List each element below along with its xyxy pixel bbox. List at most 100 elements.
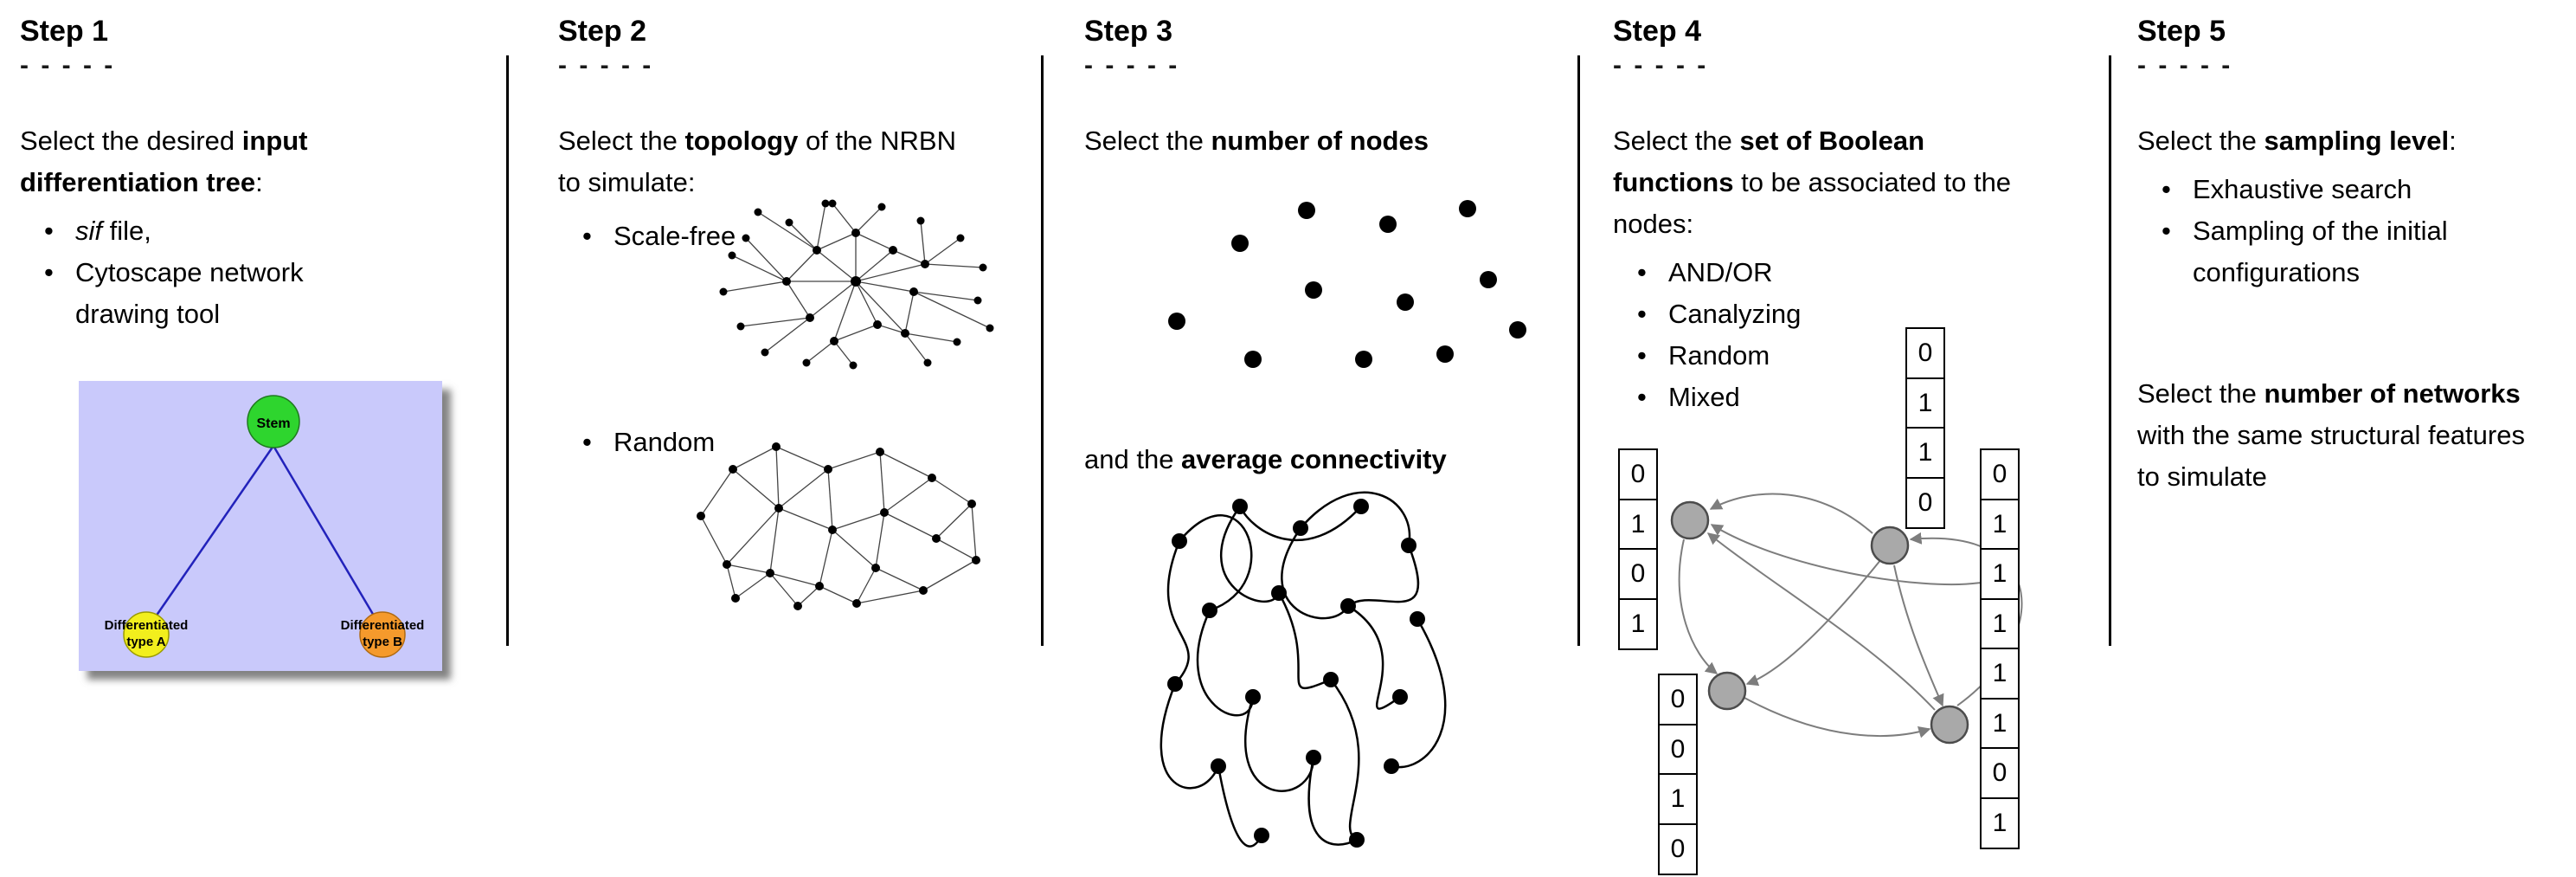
bullet-icon: • xyxy=(2162,174,2171,204)
description-text: Select the xyxy=(2137,126,2264,156)
truth-table-top: 0 1 1 0 xyxy=(1905,327,1945,529)
truth-table-right: 0 1 1 1 1 1 0 1 xyxy=(1980,448,2020,849)
workflow-figure: { "ui": { "bullet": "•" }, "steps": [ { … xyxy=(20,13,2566,875)
network-node xyxy=(1707,671,1747,711)
description-bold: sampling level xyxy=(2264,126,2450,156)
truth-table-cell: 0 xyxy=(1905,476,1945,529)
step-5-title: Step 5 xyxy=(2137,15,2226,48)
bullet-text: Mixed xyxy=(1668,382,1740,412)
bullet-icon: • xyxy=(44,216,54,246)
boolean-network-figure: 0 1 0 1 0 1 1 0 0 1 1 1 1 1 0 1 0 0 1 0 xyxy=(1613,327,2097,877)
bullet-icon: • xyxy=(2162,216,2171,246)
truth-table-cell: 0 xyxy=(1980,448,2020,500)
list-item: • Random xyxy=(558,422,1025,463)
step-3-column: Step 3 - - - - - Select the number of no… xyxy=(1084,13,1564,848)
node-dots xyxy=(1168,200,1526,368)
step-1-column: Step 1 - - - - - Select the desired inpu… xyxy=(20,13,491,671)
bullet-text: AND/OR xyxy=(1668,257,1773,287)
truth-table-cell: 1 xyxy=(1980,697,2020,750)
list-item: •Canalyzing xyxy=(1613,293,2097,335)
description-text: : xyxy=(2449,126,2457,156)
truth-table-cell: 0 xyxy=(1658,674,1698,725)
scale-free-network-figure xyxy=(704,188,1006,377)
type-a-label-line2: type A xyxy=(126,635,165,649)
differentiation-tree-figure: Stem Differentiated type A Differentiate… xyxy=(79,381,442,671)
dashes-separator: - - - - - xyxy=(20,51,116,80)
scale-free-nodes xyxy=(719,199,994,370)
list-item: • Scale-free xyxy=(558,216,1025,257)
description-text: Select the desired xyxy=(20,126,242,156)
description-bold: average connectivity xyxy=(1181,444,1447,474)
bullet-text: Scale-free xyxy=(613,221,736,251)
truth-table-cell: 0 xyxy=(1905,327,1945,379)
truth-table-cell: 1 xyxy=(1905,427,1945,479)
bullet-text: Sampling of the initial configurations xyxy=(2193,216,2448,287)
truth-table-cell: 1 xyxy=(1980,597,2020,650)
bullet-text: sif file, xyxy=(75,210,151,252)
dashes-separator: - - - - - xyxy=(558,51,654,80)
bullet-italic: sif xyxy=(75,216,102,246)
network-node xyxy=(1670,500,1710,540)
step-3-title: Step 3 xyxy=(1084,15,1173,48)
description-bold: number of networks xyxy=(2264,378,2521,409)
list-item: •Random xyxy=(1613,335,2097,377)
description-text: Select the xyxy=(2137,378,2264,409)
step-2-column: Step 2 - - - - - Select the topology of … xyxy=(558,13,1025,610)
description-text: Select the xyxy=(1613,126,1740,156)
bullet-list: • Exhaustive search • Sampling of the init… xyxy=(2137,169,2566,293)
list-item: • Sampling of the initial configurations xyxy=(2137,210,2566,293)
tree-edge xyxy=(145,445,275,631)
truth-table-left: 0 1 0 1 xyxy=(1618,448,1658,650)
dashes-separator: - - - - - xyxy=(1084,51,1180,80)
truth-table-cell: 1 xyxy=(1618,498,1658,551)
truth-table-cell: 0 xyxy=(1658,822,1698,875)
truth-table-cell: 0 xyxy=(1658,723,1698,776)
description-text: to be associated to the nodes: xyxy=(1613,167,2012,239)
bullet-rest: file, xyxy=(102,216,151,246)
truth-table-cell: 1 xyxy=(1905,377,1945,429)
description-text: of the NRBN to simulate: xyxy=(558,126,956,197)
bullet-icon: • xyxy=(44,257,54,287)
step-1-description: Select the desired input differentiation… xyxy=(20,120,491,203)
type-b-label-line2: type B xyxy=(363,635,402,649)
bullet-icon: • xyxy=(1637,340,1647,371)
truth-table-cell: 1 xyxy=(1658,773,1698,825)
list-item: • Cytoscape network drawing tool xyxy=(20,252,491,335)
bullet-icon: • xyxy=(582,221,592,251)
column-divider xyxy=(1577,55,1580,646)
list-item: • AND/OR xyxy=(1613,252,2097,293)
description-bold: input differentiation tree xyxy=(20,126,308,197)
dashes-separator: - - - - - xyxy=(2137,51,2233,80)
stem-label: Stem xyxy=(256,416,290,431)
truth-table-cell: 1 xyxy=(1618,597,1658,650)
description-text: Select the xyxy=(558,126,685,156)
truth-table-cell: 1 xyxy=(1980,548,2020,600)
bullet-list: • AND/OR •Canalyzing •Random • Mixed xyxy=(1613,252,2097,418)
bullet-icon: • xyxy=(1637,257,1647,287)
description-bold: set of Boolean functions xyxy=(1613,126,1925,197)
tree-edge xyxy=(272,445,384,631)
bullet-icon: • xyxy=(1637,299,1647,329)
step-5-description-2: Select the number of networks with the s… xyxy=(2137,373,2553,498)
step-2-description: Select the topology of the NRBN to simul… xyxy=(558,120,965,203)
truth-table-cell: 1 xyxy=(1980,796,2020,849)
bullet-text: Random xyxy=(613,427,716,457)
stem-node xyxy=(247,395,300,448)
type-a-label-line1: Differentiated xyxy=(105,618,189,633)
truth-table-cell: 0 xyxy=(1980,747,2020,799)
list-item: • Exhaustive search xyxy=(2137,169,2566,210)
step-4-description: Select the set of Boolean functions to b… xyxy=(1613,120,2020,245)
step-4-title: Step 4 xyxy=(1613,15,1702,48)
bullet-text: Exhaustive search xyxy=(2193,174,2412,204)
step-5-description: Select the sampling level: xyxy=(2137,120,2566,162)
dashes-separator: - - - - - xyxy=(1613,51,1709,80)
scale-free-edges xyxy=(723,203,991,366)
scale-free-network-illustration xyxy=(719,199,994,370)
truth-table-bottom: 0 0 1 0 xyxy=(1658,674,1698,875)
truth-table-cell: 1 xyxy=(1980,648,2020,700)
truth-table-cell: 1 xyxy=(1980,498,2020,551)
step-1-title: Step 1 xyxy=(20,15,109,48)
step-2-title: Step 2 xyxy=(558,15,647,48)
random-network-illustration xyxy=(697,442,980,610)
truth-table-cell: 0 xyxy=(1618,548,1658,600)
